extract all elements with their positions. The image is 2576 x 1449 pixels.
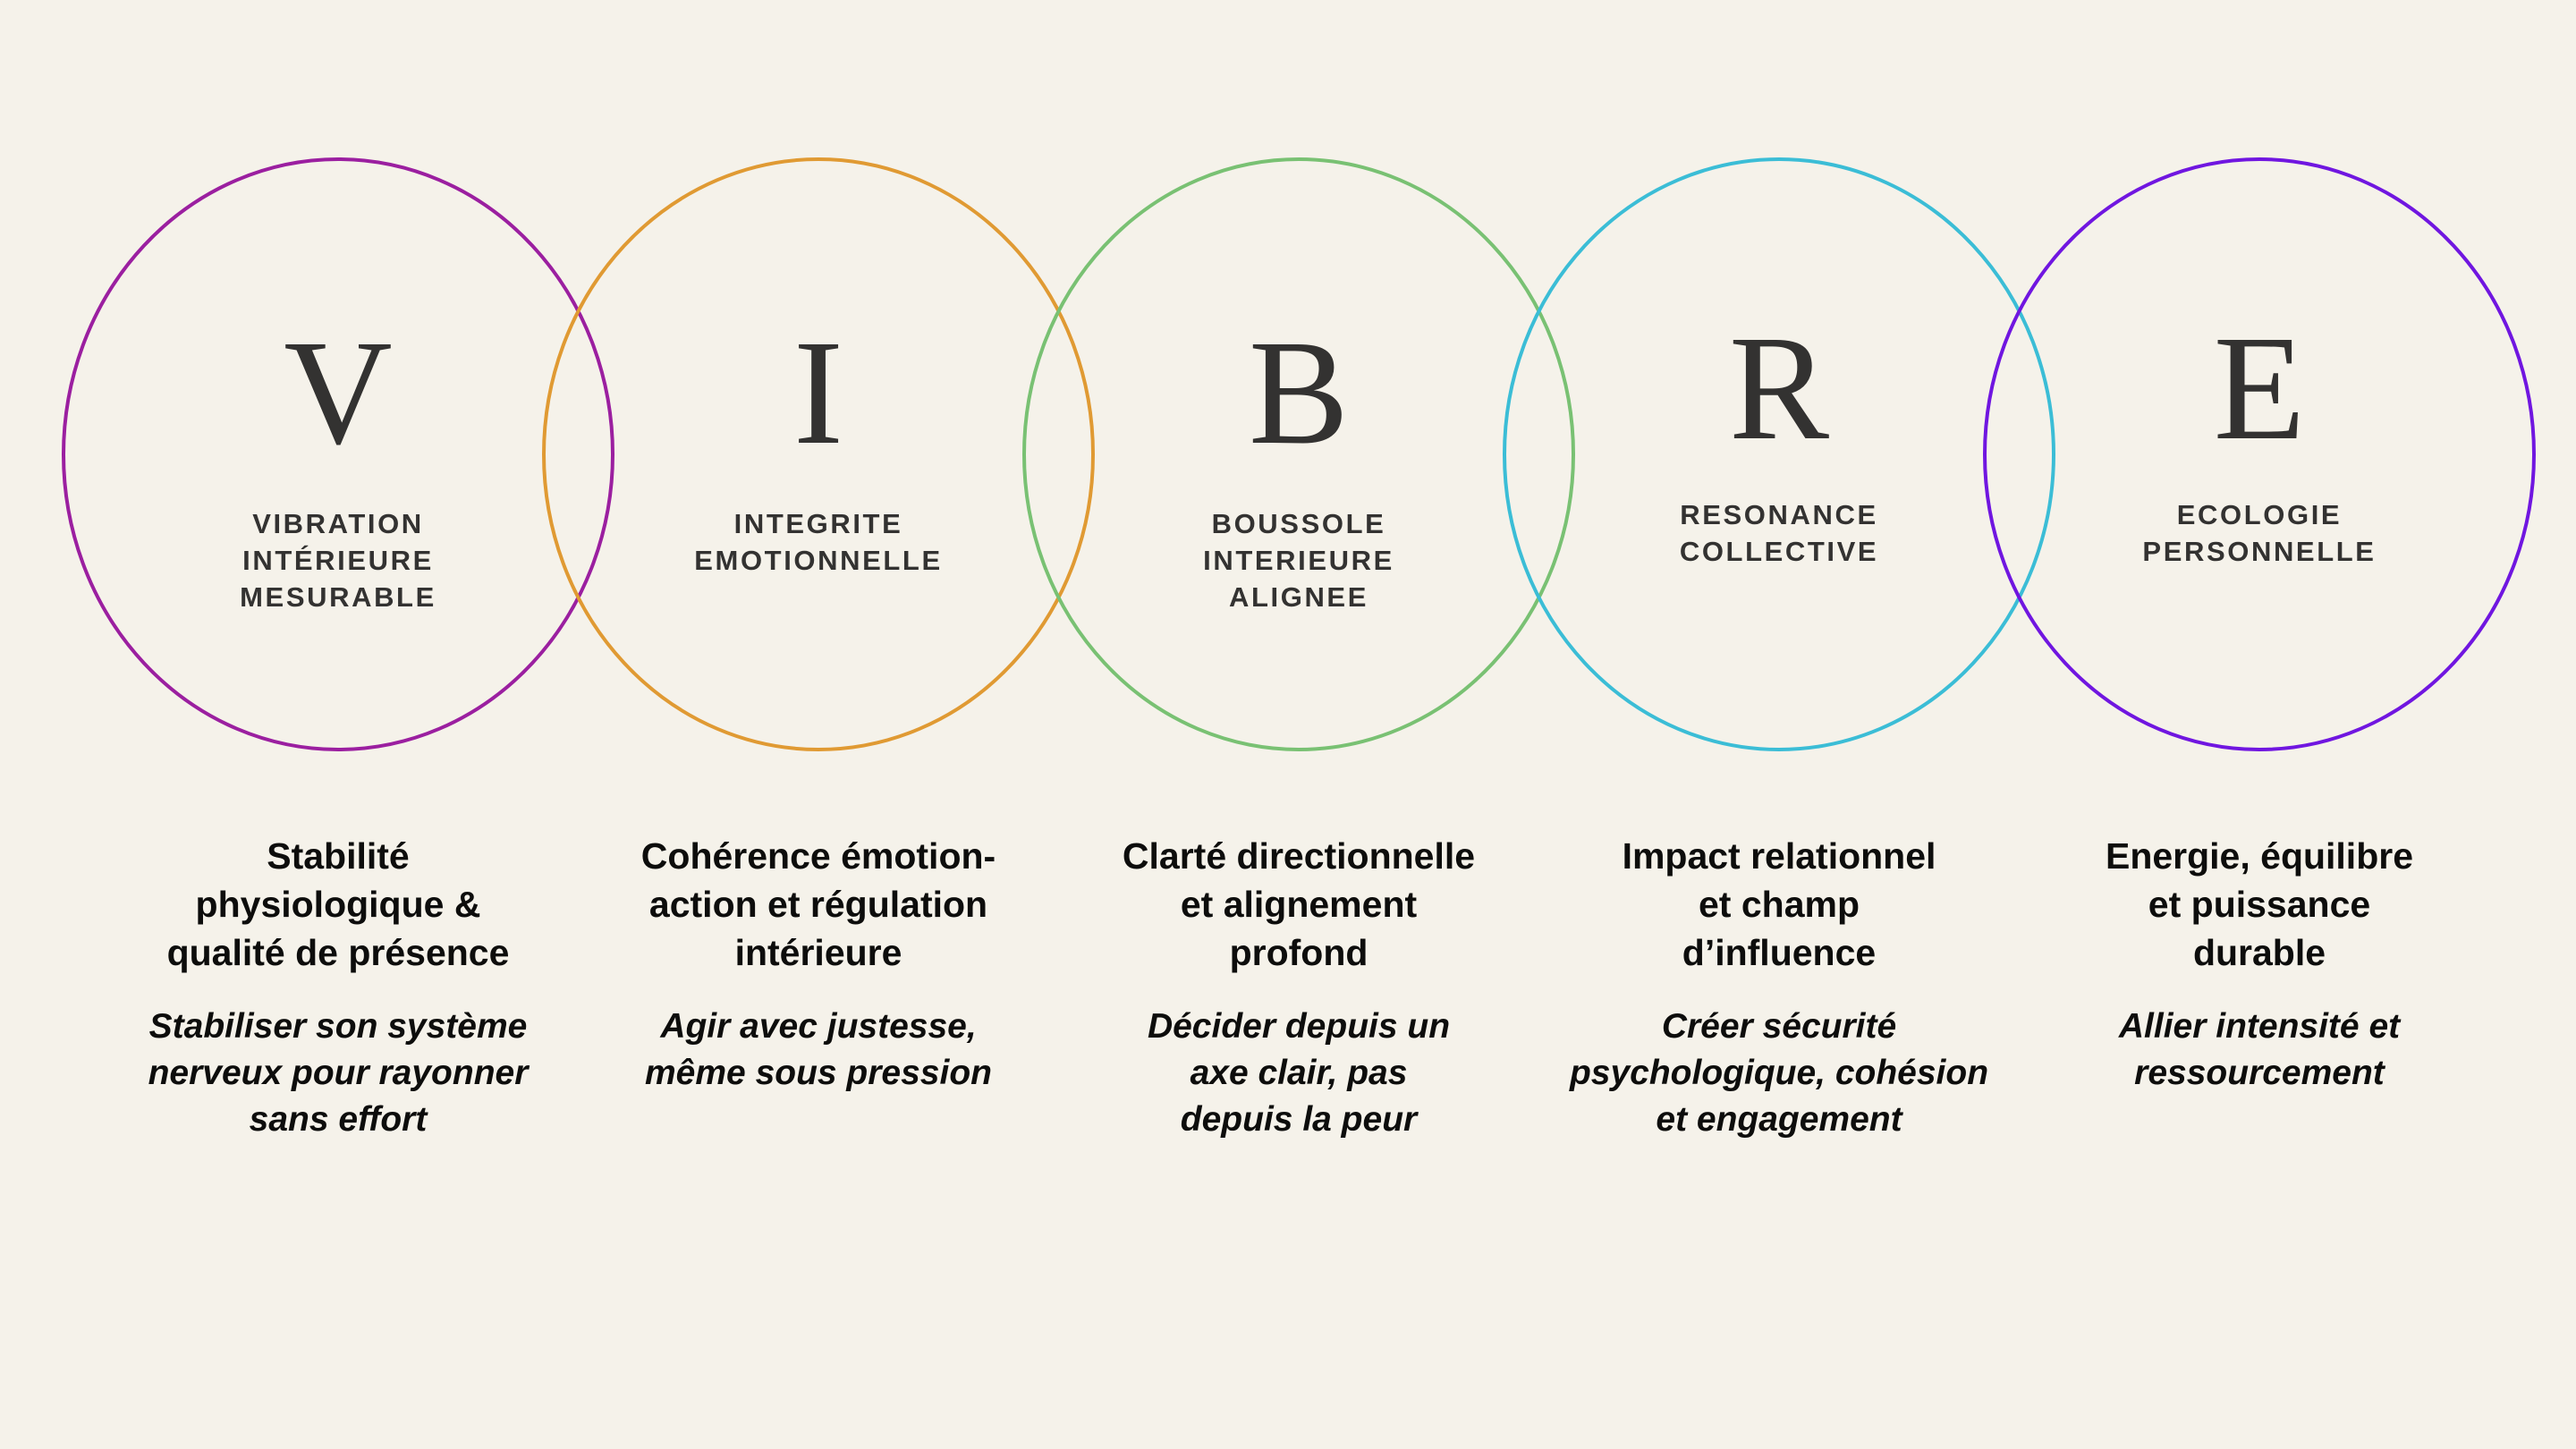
venn-circle-b	[1022, 157, 1575, 751]
pillar-label-b: BOUSSOLE INTERIEURE ALIGNEE	[1203, 508, 1394, 614]
pillar-tagline-e: Allier intensité et ressourcement	[2118, 1007, 2401, 1093]
pillar-description-b: Clarté directionnelle et alignement prof…	[1122, 835, 1476, 974]
venn-circle-i	[542, 157, 1095, 751]
venn-circle-r	[1503, 157, 2055, 751]
descriptions-band: Stabilité physiologique & qualité de pré…	[0, 832, 2576, 1333]
venn-circle-v	[62, 157, 614, 751]
pillar-tagline-v: Stabiliser son système nerveux pour rayo…	[148, 1007, 529, 1140]
pillar-text-column-v: Stabilité physiologique & qualité de pré…	[88, 832, 589, 1143]
pillar-label-v: VIBRATION INTÉRIEURE MESURABLE	[240, 508, 436, 614]
pillar-e: E ECOLOGIE PERSONNELLE	[1982, 0, 2537, 787]
pillar-description-v: Stabilité physiologique & qualité de pré…	[166, 835, 510, 974]
pillar-label-e: ECOLOGIE PERSONNELLE	[2142, 499, 2377, 568]
venn-circles-svg	[62, 157, 2536, 751]
pillar-description-e: Energie, équilibre et puissance durable	[2105, 835, 2414, 974]
pillar-label-i: INTEGRITE EMOTIONNELLE	[694, 508, 943, 577]
pillar-letter-r: R	[1728, 305, 1830, 471]
pillar-label-r: RESONANCE COLLECTIVE	[1679, 499, 1879, 568]
pillar-b: B BOUSSOLE INTERIEURE ALIGNEE	[1021, 0, 1576, 787]
pillar-v: V VIBRATION INTÉRIEURE MESURABLE	[61, 0, 615, 787]
pillar-tagline-r: Créer sécurité psychologique, cohésion e…	[1569, 1007, 1989, 1140]
venn-circles-band: V VIBRATION INTÉRIEURE MESURABLE I INTEGRIT…	[61, 0, 2537, 787]
pillar-r: R RESONANCE COLLECTIVE	[1502, 0, 2056, 787]
pillar-i: I INTEGRITE EMOTIONNELLE	[541, 0, 1096, 787]
pillar-tagline-b: Décider depuis un axe clair, pas depuis …	[1147, 1007, 1451, 1140]
pillar-letter-b: B	[1248, 309, 1350, 476]
pillar-text-column-i: Cohérence émotion- action et régulation …	[568, 832, 1069, 1097]
pillar-letter-e: E	[2213, 305, 2306, 471]
pillar-letter-v: V	[284, 309, 393, 476]
pillar-letter-i: I	[793, 309, 843, 476]
pillar-description-r: Impact relationnel et champ d’influence	[1622, 835, 1936, 974]
venn-circle-e	[1983, 157, 2536, 751]
pillar-text-column-b: Clarté directionnelle et alignement prof…	[1048, 832, 1549, 1143]
pillar-tagline-i: Agir avec justesse, même sous pression	[645, 1007, 992, 1093]
pillar-description-i: Cohérence émotion- action et régulation …	[640, 835, 996, 974]
